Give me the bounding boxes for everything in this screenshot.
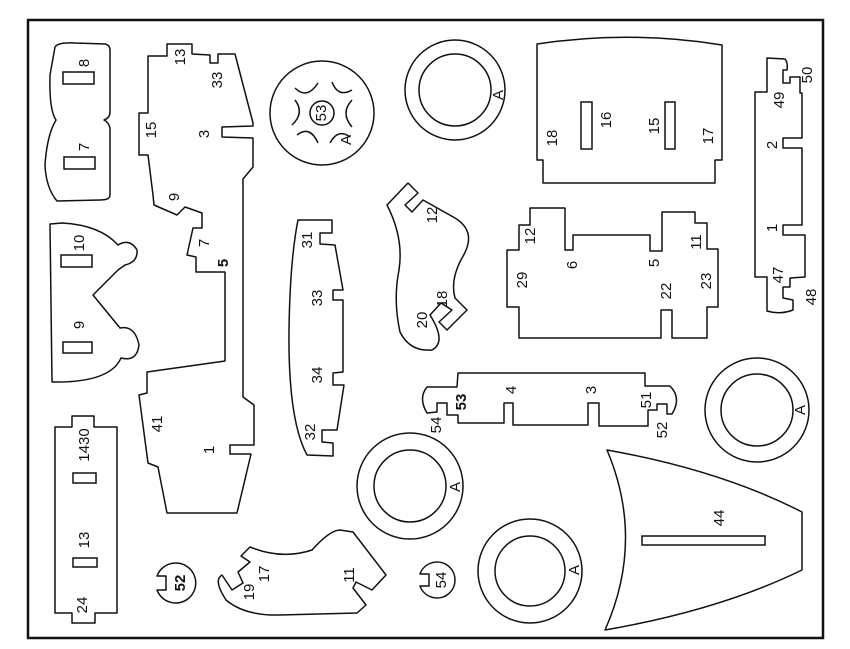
piece-ring-mid-right: A [704,357,810,463]
piece-fuselage-side: 13 33 15 3 9 7 5 41 1 [138,43,255,514]
part-label: 29 [514,272,531,289]
part-label: 52 [172,575,189,592]
piece-strut-right: 50 49 2 1 47 48 [754,57,820,314]
piece-ring-top: A [404,39,507,141]
part-label: 15 [143,122,160,139]
part-label: 54 [428,417,445,434]
part-label: 33 [309,290,326,307]
piece-curved-beam: 31 33 34 32 [288,219,345,457]
part-label: 3 [196,130,213,138]
part-label: 5 [215,259,232,267]
piece-shoe-center: 12 18 20 [386,182,470,351]
part-label: 48 [803,289,820,306]
part-label: 41 [149,416,166,433]
part-label: 10 [71,235,88,252]
part-label: 5 [646,259,663,267]
part-label: 6 [564,261,581,269]
piece-floor-strip: 1430 13 24 [54,415,118,624]
part-label: 9 [71,321,88,329]
piece-panel-top-right: 18 16 15 17 [536,36,723,184]
piece-ring-bottom-2: A [477,518,583,624]
part-label: 24 [74,597,91,614]
part-label: 12 [522,228,539,245]
sheet-border [26,18,825,640]
part-label: 9 [166,193,183,201]
part-label: 23 [698,273,715,290]
part-label: 34 [309,367,326,384]
part-label: 52 [654,422,671,439]
part-label: 15 [646,118,663,135]
part-label: 13 [172,49,189,66]
part-label: 20 [414,312,431,329]
part-label: A [566,565,583,575]
part-label: 11 [688,234,705,250]
piece-seat-front: 10 9 [49,222,140,383]
part-label: 53 [313,105,330,122]
part-label: 17 [700,128,717,145]
part-label: 22 [658,283,675,300]
part-label: 4 [503,386,520,394]
part-label: 47 [770,267,787,284]
part-label: 49 [771,92,788,109]
piece-clip-54: 54 [419,561,456,599]
part-label: 13 [76,532,93,549]
piece-clip-52: 52 [156,562,197,604]
part-label: 16 [598,112,615,129]
part-label: 7 [196,239,213,247]
piece-shoe-bottom: 19 17 11 [217,529,387,616]
part-label: 7 [76,143,93,151]
part-label: 1430 [76,428,93,461]
part-label: 8 [76,59,93,67]
piece-frame-middle: 12 29 6 5 11 23 22 [506,207,719,339]
piece-ring-bottom-1: A [356,432,464,540]
part-label: 31 [299,232,316,249]
part-label: 3 [583,386,600,394]
part-label: A [447,482,464,492]
part-label: 2 [764,141,781,149]
part-label: 1 [201,446,218,454]
part-label: 50 [799,67,816,84]
part-label: 18 [544,130,561,147]
part-label: 33 [209,72,226,89]
part-label: A [490,90,507,100]
piece-cross-bar: 53 4 3 51 54 52 [421,372,678,439]
piece-hub: 53 A [269,60,375,166]
part-label: 19 [241,584,258,601]
piece-seat-back: 8 7 [44,42,111,202]
part-label: A [792,405,809,415]
part-label: 32 [302,424,319,441]
part-label: A [338,135,355,145]
part-label: 12 [424,207,441,224]
part-label: 44 [711,510,728,527]
part-label: 11 [341,567,358,583]
piece-nose-panel: 44 [604,449,803,631]
part-label: 17 [256,566,273,583]
part-label: 54 [433,572,450,589]
part-label: 1 [764,224,781,232]
part-label: 18 [434,291,451,308]
part-label: 51 [638,392,655,409]
part-label: 53 [453,394,470,411]
